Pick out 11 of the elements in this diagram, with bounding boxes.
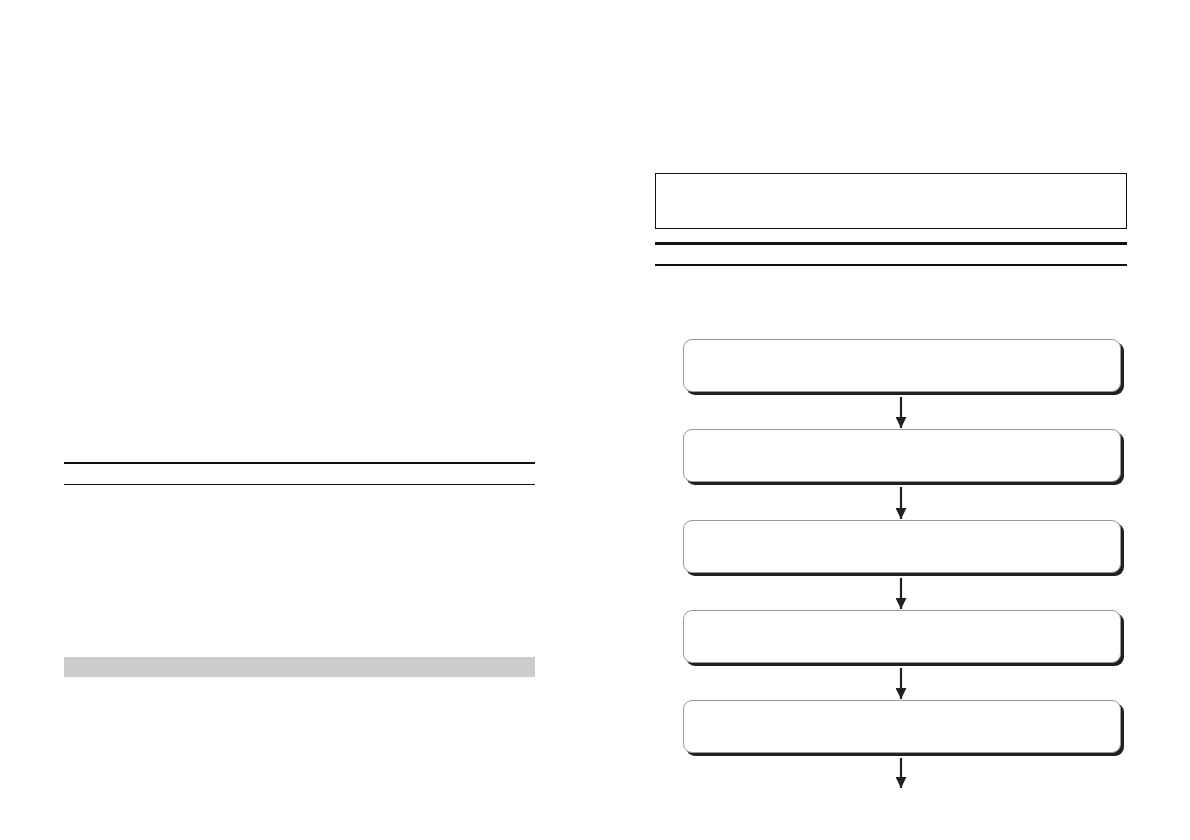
- rounded-box: [683, 700, 1121, 753]
- rounded-box: [683, 429, 1121, 482]
- rounded-box: [683, 520, 1121, 573]
- arrow: [895, 487, 907, 519]
- arrow: [895, 668, 907, 699]
- rounded-box: [683, 610, 1121, 663]
- arrow: [895, 578, 907, 609]
- shaded-bar: [64, 657, 535, 677]
- arrow: [895, 758, 907, 788]
- arrow: [895, 397, 907, 428]
- rounded-box: [683, 339, 1121, 392]
